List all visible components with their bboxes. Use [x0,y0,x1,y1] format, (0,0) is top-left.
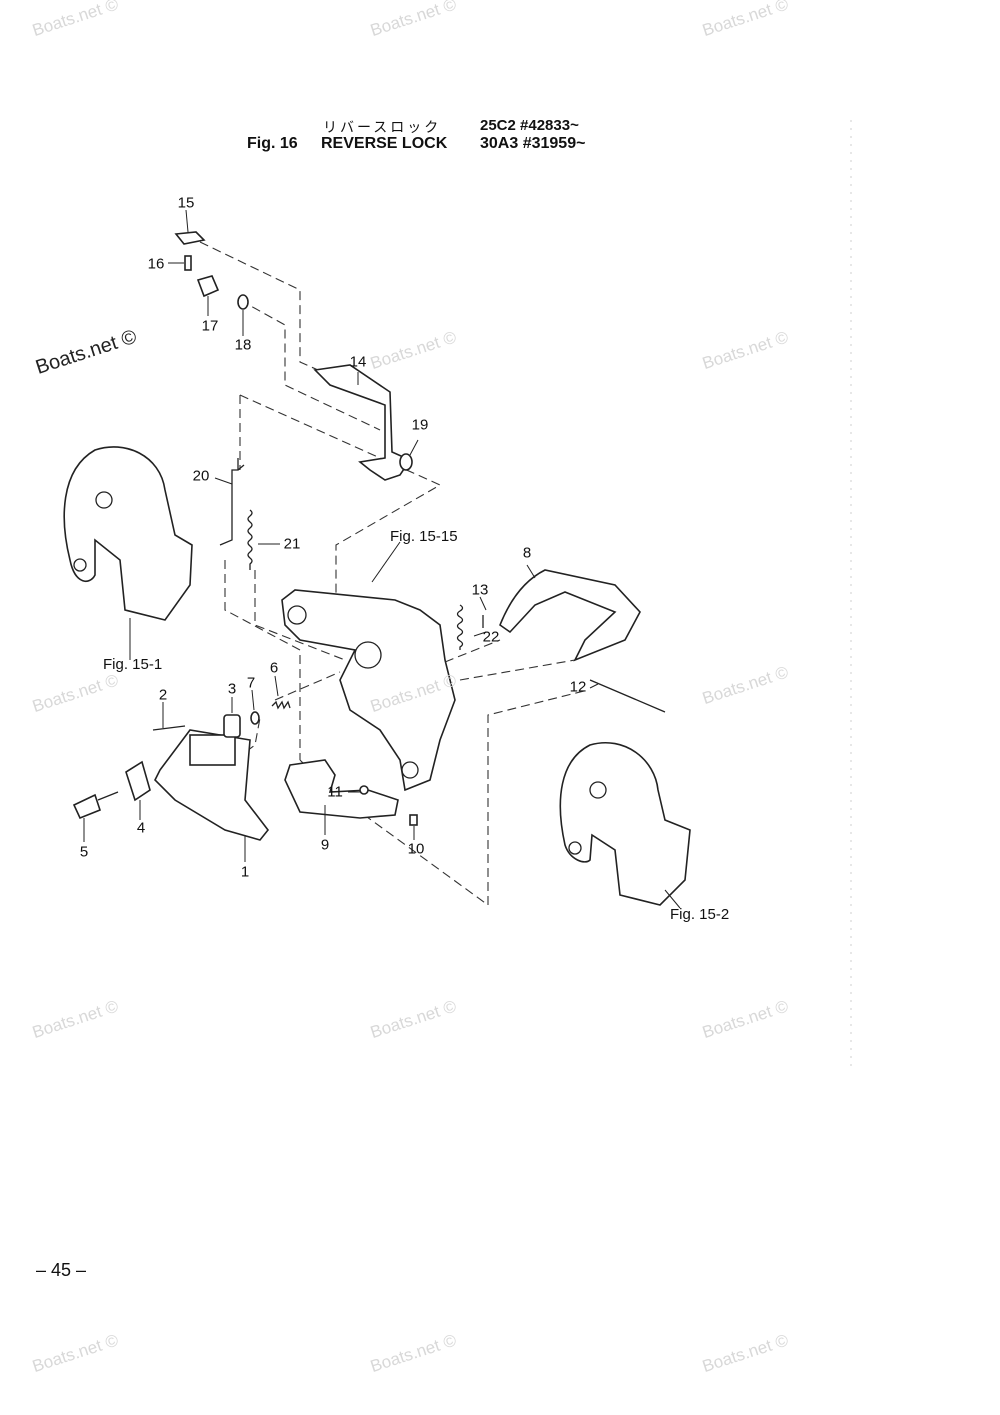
callout-5: 5 [79,843,89,861]
callout-19: 19 [411,416,429,434]
callout-15: 15 [177,194,195,212]
part-3-sleeve [223,697,241,738]
callout-18: 18 [234,336,252,354]
swivel-bracket-main [281,541,456,792]
ref-fig-15-2: Fig. 15-2 [670,906,730,923]
part-10-screw [409,814,418,840]
callout-2: 2 [158,686,168,704]
part-2-pin [152,702,186,731]
callout-9: 9 [320,836,330,854]
part-1-base [154,729,270,862]
part-7-washer [250,689,260,725]
part-21-spring [247,509,280,570]
callout-8: 8 [522,544,532,562]
part-16-pin [168,255,192,271]
part-15-clip [174,209,206,245]
part-11-pin [348,785,369,795]
callout-6: 6 [269,659,279,677]
callout-7: 7 [246,674,256,692]
ref-fig-15-15: Fig. 15-15 [390,528,458,545]
callout-20: 20 [192,467,210,485]
part-5-bolt [72,791,119,842]
japanese-title: リバースロック [323,119,442,135]
bracket-fig-15-2 [559,742,691,909]
diagram-title: REVERSE LOCK [321,135,448,152]
part-9-bracket [284,759,399,835]
figure-number: Fig. 16 [247,135,298,152]
page-number: – 45 – [36,1260,87,1280]
serial-range-2: 30A3 #31959~ [480,135,586,152]
ref-fig-15-1: Fig. 15-1 [103,656,163,673]
callout-14: 14 [349,353,367,371]
part-13-spring [456,596,487,650]
part-12-rod [589,679,666,713]
callout-3: 3 [227,680,237,698]
callout-4: 4 [136,819,146,837]
callout-17: 17 [201,317,219,335]
part-19-washer [399,439,419,471]
callout-11: 11 [327,783,343,801]
callout-12: 12 [569,678,587,696]
part-22-pin [473,615,487,637]
part-14-lever [313,364,412,481]
bracket-fig-15-1 [63,446,193,660]
callout-16: 16 [147,255,165,273]
part-17-bolt [196,275,220,316]
part-20-rod [214,458,245,546]
part-18-washer [237,294,249,336]
part-4-plate [125,760,151,820]
part-6-spring [271,675,291,710]
callout-13: 13 [471,581,489,599]
callout-22: 22 [482,628,500,646]
callout-21: 21 [283,535,301,553]
part-8-arm [499,564,641,662]
callout-10: 10 [407,840,425,858]
assembly-dashed-lines [199,241,589,906]
callout-1: 1 [240,863,250,881]
serial-range-1: 25C2 #42833~ [480,117,579,134]
